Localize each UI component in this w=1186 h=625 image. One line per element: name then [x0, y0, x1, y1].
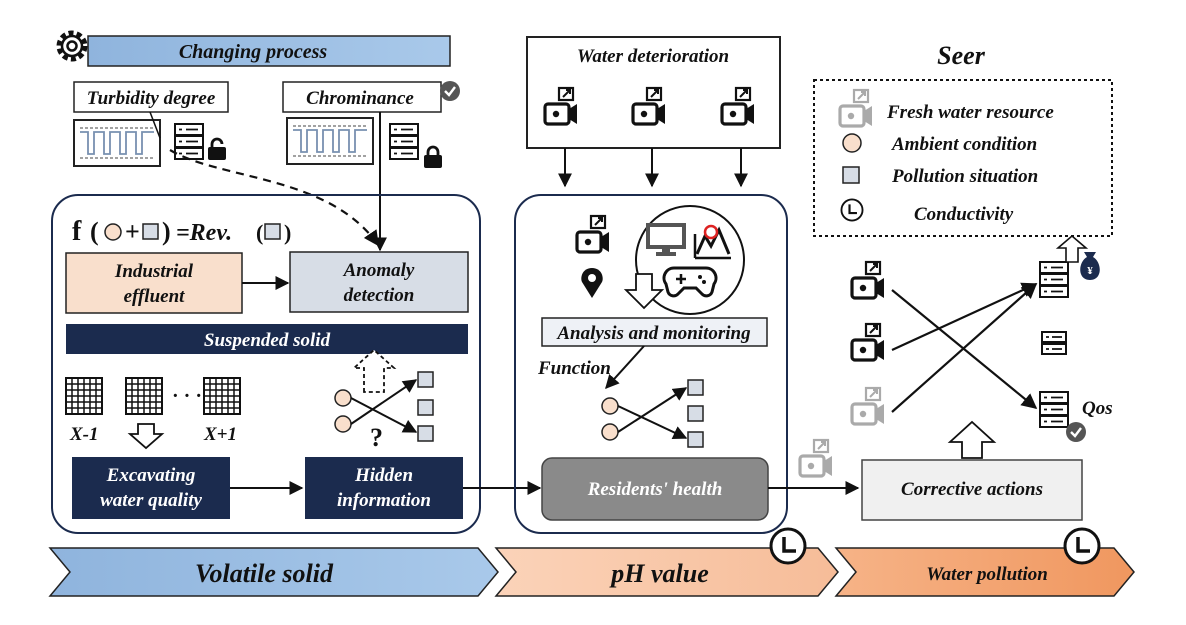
- dashed-flow-arrow: [169, 149, 379, 247]
- qos-label: Qos: [1082, 398, 1113, 419]
- changing-process-bar: [87, 35, 451, 67]
- crossing-network: [334, 371, 434, 442]
- residents-health-label: Residents' health: [587, 479, 723, 500]
- waveform-chart-icon: [286, 117, 374, 165]
- money-bag-icon: ¥: [1080, 252, 1100, 280]
- x-minus-1-label: X-1: [69, 424, 99, 445]
- svg-text:· · ·: · · ·: [172, 385, 202, 407]
- hollow-up-arrow: [947, 420, 997, 459]
- camera-icon: [798, 438, 834, 478]
- dashed-up-arrow: [351, 348, 397, 393]
- left-process-panel: [51, 194, 481, 534]
- svg-text:(: (: [90, 217, 99, 246]
- legend-ambient: Ambient condition: [891, 134, 1037, 155]
- excavating-water-quality-box: [72, 457, 230, 519]
- locked-padlock-icon: [422, 145, 444, 170]
- gear-icon: [56, 30, 88, 62]
- check-badge-icon: [1064, 420, 1088, 444]
- formula-rev: =Rev.: [176, 220, 232, 246]
- legend-square-icon: [842, 166, 860, 184]
- data-grid-icon: [65, 377, 103, 415]
- industrial-effluent-label-line1: Industrial: [114, 261, 194, 282]
- water-pollution-label: Water pollution: [926, 564, 1048, 585]
- server-icon: [1041, 331, 1067, 355]
- hidden-information-box: [305, 457, 463, 519]
- server-icon: [1039, 261, 1069, 298]
- industrial-effluent-label-line2: effluent: [124, 286, 186, 307]
- legend-conductivity: Conductivity: [914, 204, 1014, 225]
- devices-circle: [635, 205, 745, 315]
- function-label: Function: [537, 358, 611, 379]
- x-plus-1-label: X+1: [203, 424, 237, 445]
- chrominance-box: [282, 81, 442, 113]
- excavating-label-line2: water quality: [100, 490, 202, 511]
- seer-title: Seer: [937, 41, 986, 70]
- turbidity-degree-box: [73, 81, 229, 113]
- anomaly-detection-box: [289, 251, 469, 313]
- check-badge-icon: [438, 79, 462, 103]
- formula-f: f: [72, 216, 82, 247]
- camera-icon: [850, 322, 886, 362]
- ph-value-arrow: [494, 547, 839, 597]
- camera-icon: [850, 386, 886, 426]
- middle-process-panel: [514, 194, 788, 534]
- clock-icon: [769, 527, 807, 565]
- legend-circle-icon: [842, 133, 862, 153]
- money-symbol: ¥: [1087, 265, 1093, 277]
- legend-clock-icon: [840, 198, 864, 222]
- formula: f ( + ) =Rev. ( ): [72, 216, 291, 247]
- mountain-map-icon: [693, 224, 731, 260]
- chrominance-label: Chrominance: [306, 88, 414, 109]
- volatile-solid-arrow: [48, 547, 499, 597]
- ph-value-label: pH value: [609, 559, 709, 588]
- hollow-down-arrow: [623, 273, 665, 310]
- server-icon: [389, 123, 419, 160]
- hidden-information-label-line2: information: [337, 490, 431, 511]
- crossing-network: [601, 379, 704, 448]
- turbidity-degree-label: Turbidity degree: [87, 88, 216, 109]
- svg-text:+: +: [125, 217, 140, 246]
- legend-pollution: Pollution situation: [891, 166, 1038, 187]
- water-deterioration-label: Water deterioration: [577, 46, 729, 67]
- water-pollution-arrow: [834, 547, 1135, 597]
- svg-text:): ): [162, 217, 171, 246]
- changing-process-label: Changing process: [179, 41, 328, 63]
- clock-icon: [1063, 527, 1101, 565]
- data-grid-icon: [125, 377, 163, 415]
- analysis-monitoring-label: Analysis and monitoring: [556, 323, 750, 344]
- monitor-icon: [646, 223, 686, 256]
- server-icon: [1039, 391, 1069, 428]
- camera-icon: [575, 214, 611, 254]
- server-icon: [174, 123, 204, 160]
- question-mark: ?: [370, 423, 383, 452]
- corrective-actions-box: [861, 459, 1083, 521]
- gamepad-icon: [662, 266, 718, 298]
- legend-fresh-water: Fresh water resource: [886, 102, 1054, 123]
- suspended-solid-label: Suspended solid: [204, 330, 331, 351]
- location-pin-icon: [581, 268, 603, 298]
- anomaly-detection-label-line1: Anomaly: [343, 260, 415, 281]
- data-grid-icon: [203, 377, 241, 415]
- camera-icon: [850, 260, 886, 300]
- analysis-monitoring-box: [541, 317, 768, 347]
- hollow-down-arrow: [127, 423, 165, 450]
- suspended-solid-bar: [66, 324, 468, 354]
- anomaly-detection-label-line2: detection: [344, 285, 415, 306]
- corrective-actions-label: Corrective actions: [901, 479, 1043, 500]
- excavating-label-line1: Excavating: [106, 465, 196, 486]
- waveform-chart-icon: [73, 111, 161, 167]
- volatile-solid-label: Volatile solid: [195, 559, 334, 588]
- svg-text:(: (: [256, 220, 263, 245]
- unlocked-padlock-icon: [206, 137, 228, 162]
- hidden-information-label-line1: Hidden: [354, 465, 413, 486]
- hollow-up-arrow: [1055, 234, 1089, 263]
- svg-text:): ): [284, 220, 291, 245]
